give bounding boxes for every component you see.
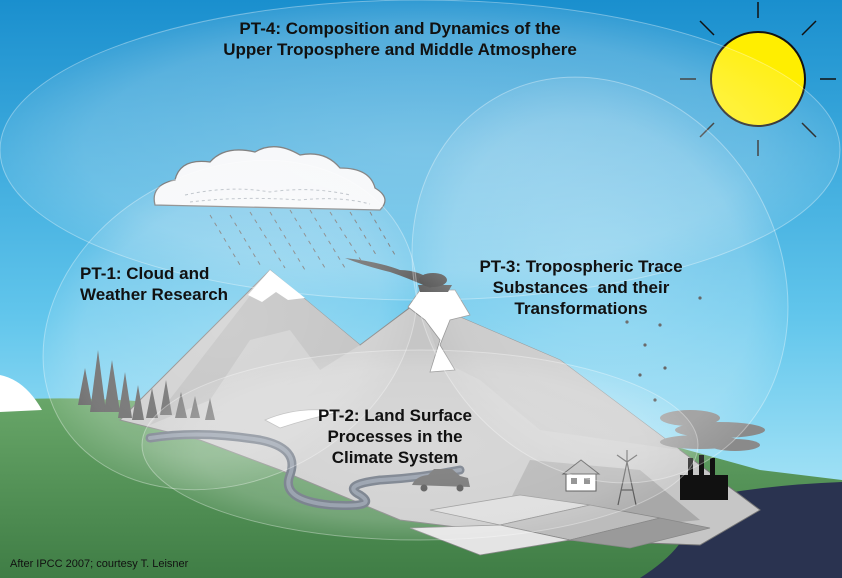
pt1-line-1: PT-1: Cloud and	[80, 264, 210, 283]
pt4-line-2: Upper Troposphere and Middle Atmosphere	[223, 40, 577, 59]
snow-patch	[0, 375, 42, 412]
pt3-line-2: Substances and their	[492, 278, 670, 297]
pt3-line-3: Transformations	[514, 299, 648, 318]
pt1-label: PT-1: Cloud and Weather Research	[80, 263, 245, 305]
pt4-label: PT-4: Composition and Dynamics of the Up…	[180, 18, 620, 60]
pt2-label: PT-2: Land Surface Processes in the Clim…	[300, 405, 490, 468]
credit-text: After IPCC 2007; courtesy T. Leisner	[10, 558, 189, 570]
pt2-line-2: Processes in the	[327, 427, 463, 446]
pt-bubbles	[0, 0, 841, 541]
pt4-line-1: PT-4: Composition and Dynamics of the	[239, 19, 561, 38]
pt1-line-2: Weather Research	[80, 285, 229, 304]
pt2-line-3: Climate System	[331, 448, 459, 467]
ocean	[640, 482, 842, 578]
pt3-line-1: PT-3: Tropospheric Trace	[479, 257, 683, 276]
pt3-label: PT-3: Tropospheric Trace Substances and …	[462, 256, 700, 319]
pt2-line-1: PT-2: Land Surface	[318, 406, 472, 425]
pt2-bubble	[141, 349, 699, 541]
